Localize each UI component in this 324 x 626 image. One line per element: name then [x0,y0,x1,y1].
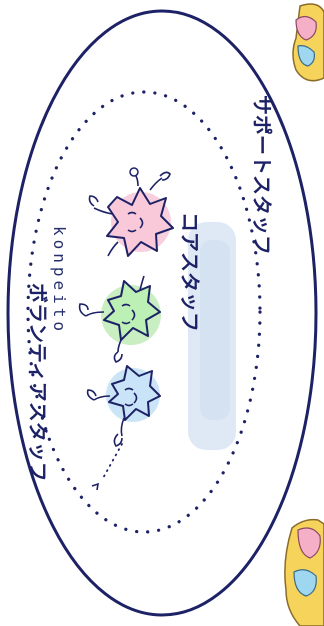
top-right-character-illustration [293,4,324,81]
volunteer-staff-label: ボランティアスタッフ [26,283,50,482]
bottom-right-character-illustration [285,520,324,626]
core-staff-label: コアスタッフ [178,212,202,332]
konpeito-handwritten-label: konpeito [50,226,69,335]
blue-konpeito-character [88,366,160,490]
support-staff-label: サポートスタッフ [250,95,274,255]
